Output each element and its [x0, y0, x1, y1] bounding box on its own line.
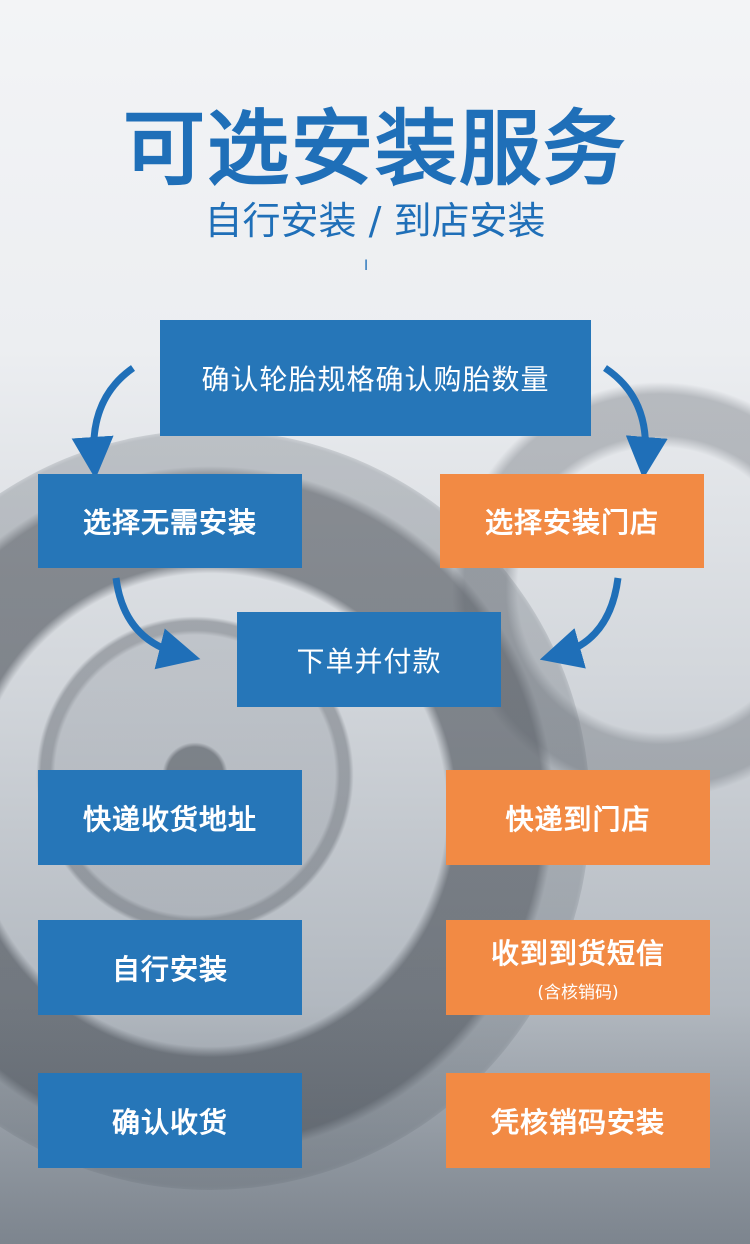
arrow-start-to-left — [71, 365, 136, 479]
small-mark: I — [364, 258, 369, 274]
left-step-label: 确认收货 — [111, 1105, 228, 1139]
arrow-right-to-order — [539, 577, 622, 669]
right-step-box: 收到到货短信 (含核销码) — [446, 920, 710, 1015]
left-branch-box: 选择无需安装 — [38, 474, 302, 568]
right-step-label: 收到到货短信 — [490, 937, 665, 970]
right-step-note: (含核销码) — [537, 983, 619, 1003]
start-label: 确认轮胎规格确认购胎数量 — [201, 363, 550, 396]
left-step-label: 快递收货地址 — [82, 802, 257, 836]
right-step-box: 凭核销码安装 — [446, 1073, 710, 1168]
order-label: 下单并付款 — [296, 644, 442, 678]
arrow-left-to-order — [112, 577, 201, 670]
right-step-label: 凭核销码安装 — [490, 1105, 665, 1139]
start-box: 确认轮胎规格确认购胎数量 — [160, 320, 591, 436]
page-subtitle: 自行安装 / 到店安装 — [204, 199, 546, 243]
right-branch-box: 选择安装门店 — [440, 474, 704, 568]
left-branch-label: 选择无需安装 — [82, 506, 257, 539]
order-box: 下单并付款 — [237, 612, 501, 707]
left-step-box: 自行安装 — [38, 920, 302, 1015]
right-step-box: 快递到门店 — [446, 770, 710, 865]
arrow-start-to-right — [603, 365, 668, 479]
left-step-box: 确认收货 — [38, 1073, 302, 1168]
left-step-label: 自行安装 — [111, 952, 228, 986]
right-step-label: 快递到门店 — [505, 802, 651, 836]
right-branch-label: 选择安装门店 — [484, 506, 659, 539]
page-title: 可选安装服务 — [122, 102, 627, 197]
left-step-box: 快递收货地址 — [38, 770, 302, 865]
